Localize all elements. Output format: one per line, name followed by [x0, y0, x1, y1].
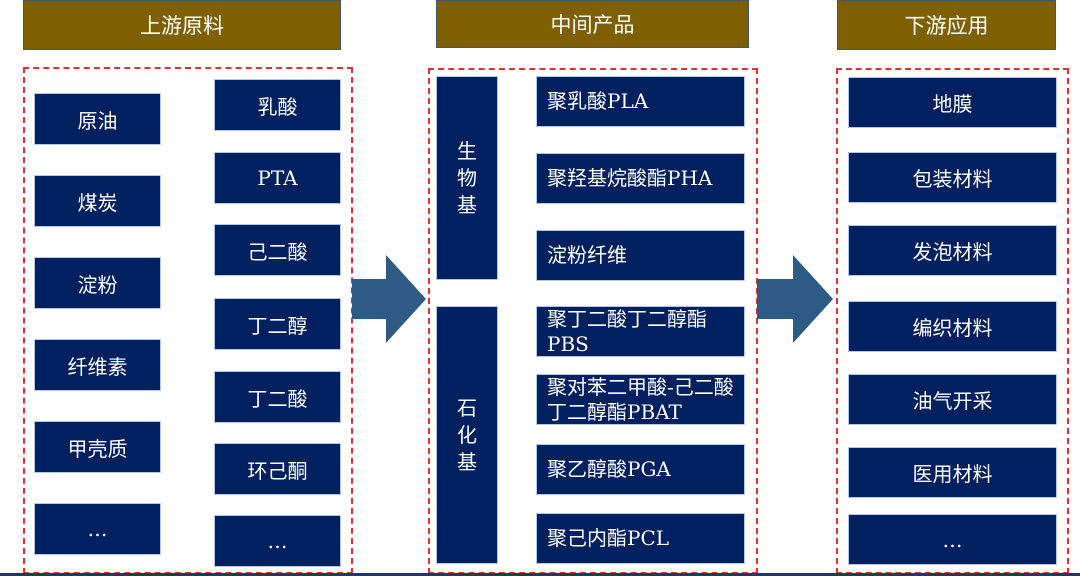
downstream-application-box: 油气开采 [848, 374, 1057, 425]
middle-product-box: 聚乙醇酸PGA [536, 444, 745, 495]
middle-product-box: 聚对苯二甲酸-己二酸丁二醇酯PBAT [536, 374, 745, 425]
header-downstream: 下游应用 [837, 0, 1056, 50]
header-middle: 中间产品 [436, 0, 749, 48]
petro-based-label: 石 化 基 [436, 306, 498, 564]
upstream-chemical-box: 丁二醇 [214, 298, 341, 350]
upstream-material-box: 煤炭 [34, 175, 161, 227]
downstream-application-box: … [848, 514, 1057, 565]
upstream-chemical-box: 己二酸 [214, 224, 341, 276]
downstream-application-box: 编织材料 [848, 301, 1057, 352]
downstream-application-box: 包装材料 [848, 152, 1057, 203]
upstream-material-box: … [34, 503, 161, 555]
upstream-chemical-box: PTA [214, 152, 341, 204]
middle-product-box: 聚己内酯PCL [536, 513, 745, 564]
bottom-rule [0, 573, 1080, 576]
downstream-application-box: 地膜 [848, 77, 1057, 128]
right-arrow-icon [757, 255, 833, 343]
downstream-application-box: 医用材料 [848, 447, 1057, 498]
upstream-chemical-box: 环己酮 [214, 443, 341, 495]
upstream-material-box: 纤维素 [34, 339, 161, 391]
upstream-chemical-box: … [214, 515, 341, 567]
downstream-application-box: 发泡材料 [848, 225, 1057, 276]
label-char: 物 [457, 165, 477, 190]
middle-product-box: 聚羟基烷酸酯PHA [536, 153, 745, 204]
middle-product-box: 淀粉纤维 [536, 230, 745, 281]
middle-product-box: 聚丁二酸丁二醇酯PBS [536, 306, 745, 357]
right-arrow-icon [352, 255, 426, 343]
upstream-chemical-box: 丁二酸 [214, 371, 341, 423]
bio-based-label: 生 物 基 [436, 76, 498, 280]
upstream-material-box: 原油 [34, 93, 161, 145]
upstream-material-box: 淀粉 [34, 257, 161, 309]
middle-product-box: 聚乳酸PLA [536, 76, 745, 127]
upstream-material-box: 甲壳质 [34, 421, 161, 473]
label-char: 基 [457, 449, 477, 474]
label-char: 基 [457, 192, 477, 217]
label-char: 生 [457, 138, 477, 163]
upstream-chemical-box: 乳酸 [214, 79, 341, 131]
label-char: 化 [457, 422, 477, 447]
label-char: 石 [457, 395, 477, 420]
header-upstream: 上游原料 [23, 0, 341, 50]
